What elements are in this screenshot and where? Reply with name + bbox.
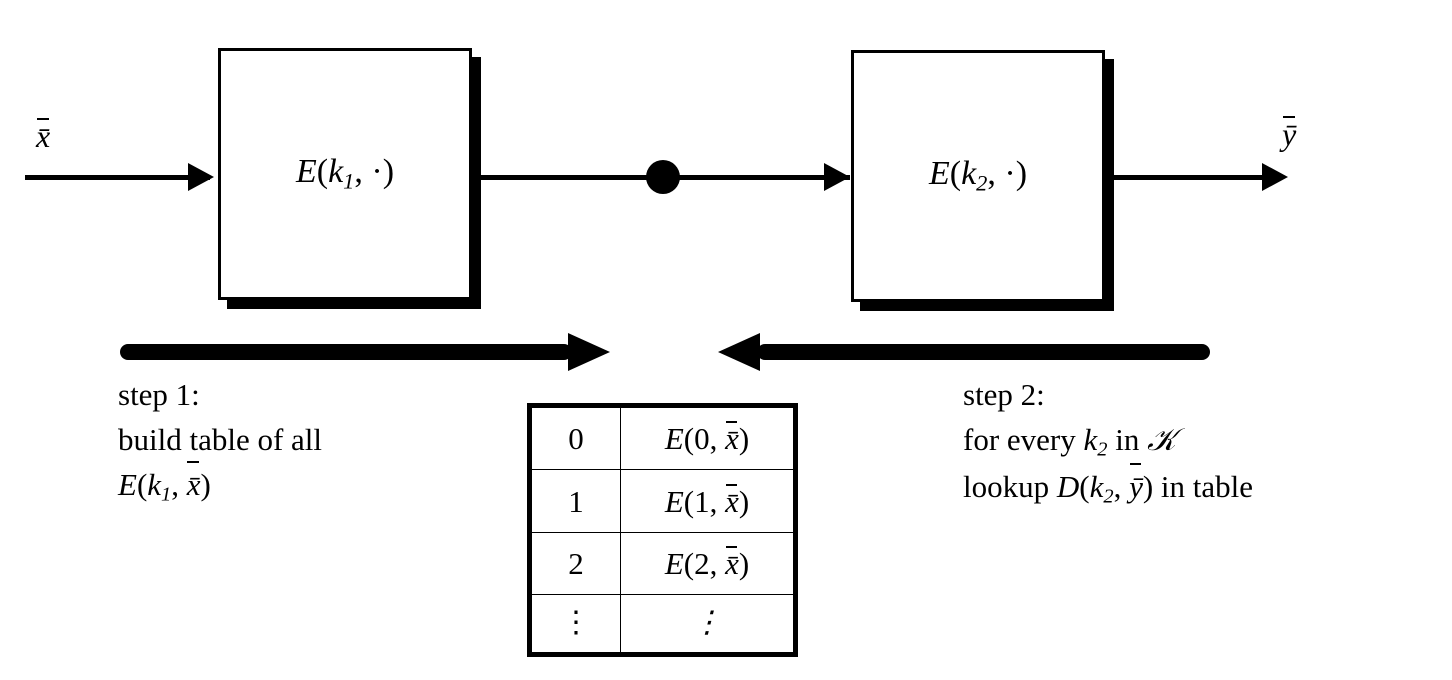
cipher-box-enc2[interactable]: E(k2, ·): [851, 50, 1105, 302]
step2-line2-pre: for every: [963, 421, 1084, 457]
step1-caption: step 1: build table of all E(k1, x̄): [118, 373, 322, 510]
table-cell-value: E(1, x̄): [620, 469, 794, 533]
step2-keyspace-symbol: 𝒦: [1147, 421, 1176, 457]
step1-line3: E(k1, x̄): [118, 461, 322, 510]
row0-arg1: 0: [694, 421, 710, 457]
row0-fn: E: [664, 421, 684, 457]
table-cell-key: 1: [531, 469, 621, 533]
output-signal-label: ȳ: [1282, 116, 1297, 152]
step2-line2-key: k: [1083, 421, 1098, 457]
input-signal-label: x̄: [36, 118, 51, 154]
enc1-key: k: [328, 153, 344, 191]
cipher-box-enc1[interactable]: E(k1, ·): [218, 48, 472, 300]
step2-line3-post: in table: [1153, 469, 1254, 505]
output-arrowhead: [1262, 163, 1288, 191]
step2-arrow-head: [718, 333, 760, 371]
lookup-table[interactable]: 0 E(0, x̄) 1 E(1, x̄) 2 E(2, x̄): [527, 403, 798, 657]
row1-arg1: 1: [694, 483, 710, 519]
table-cell-value-ellipsis: ⋮: [620, 594, 794, 653]
enc2-fn: E: [928, 155, 950, 193]
table-cell-key: 2: [531, 531, 621, 596]
table-row[interactable]: 1 E(1, x̄): [531, 469, 794, 533]
step2-line2: for every k2 in 𝒦: [963, 418, 1253, 465]
step1-line3-arg: x̄: [187, 461, 201, 508]
row2-fn: E: [664, 546, 684, 582]
step1-line3-key: k: [147, 466, 162, 502]
step1-line2: build table of all: [118, 421, 323, 457]
midpoint-junction-dot: [646, 160, 680, 194]
table-cell-value: E(0, x̄): [620, 406, 794, 471]
table-cell-key: 0: [531, 406, 621, 471]
step2-line2-mid: in: [1107, 421, 1148, 457]
step2-line2-sub: 2: [1097, 438, 1108, 461]
enc1-fn: E: [295, 153, 317, 191]
cipher-box-enc1-label: E(k1, ·): [295, 153, 395, 194]
cipher-box-enc2-label: E(k2, ·): [928, 155, 1028, 196]
table-row[interactable]: 2 E(2, x̄): [531, 531, 794, 596]
vertical-dots-icon: ⋮: [692, 605, 722, 639]
step2-line3-sub: 2: [1103, 486, 1114, 509]
enc1-arg: ·: [371, 153, 383, 191]
step2-line3-arg: ȳ: [1129, 463, 1143, 510]
step2-caption: step 2: for every k2 in 𝒦 lookup D(k2, y…: [963, 373, 1253, 513]
step2-line3: lookup D(k2, ȳ) in table: [963, 463, 1254, 512]
input-wire: [25, 175, 210, 180]
row1-fn: E: [664, 483, 684, 519]
enc2-sub: 2: [976, 170, 988, 196]
table-row-ellipsis: ⋮ ⋮: [531, 594, 794, 653]
input-signal-text: x̄: [36, 118, 51, 154]
step2-line3-fn: D: [1056, 469, 1080, 505]
row1-arg2: x̄: [725, 483, 739, 519]
table-cell-key-ellipsis: ⋮: [531, 594, 621, 653]
step1-arrow-head: [568, 333, 610, 371]
step2-line3-key: k: [1089, 469, 1104, 505]
row2-arg1: 2: [694, 546, 710, 582]
table-row[interactable]: 0 E(0, x̄): [531, 406, 794, 471]
input-arrowhead: [188, 163, 214, 191]
output-wire: [1105, 175, 1265, 180]
step1-arrow-shaft: [120, 344, 572, 360]
output-signal-text: ȳ: [1282, 116, 1297, 152]
step1-heading: step 1:: [118, 377, 200, 412]
step1-line3-fn: E: [118, 466, 137, 502]
step1-line3-sub: 1: [161, 483, 172, 506]
row2-arg2: x̄: [725, 546, 739, 582]
step2-arrow-shaft: [757, 344, 1210, 360]
middle-arrowhead: [824, 163, 850, 191]
enc1-sub: 1: [343, 168, 355, 194]
enc2-key: k: [961, 155, 977, 193]
step2-heading: step 2:: [963, 377, 1045, 412]
vertical-dots-icon: ⋮: [561, 605, 591, 639]
step2-line3-pre: lookup: [963, 469, 1057, 505]
row0-arg2: x̄: [725, 421, 739, 457]
table-cell-value: E(2, x̄): [620, 531, 794, 596]
enc2-arg: ·: [1004, 155, 1016, 193]
